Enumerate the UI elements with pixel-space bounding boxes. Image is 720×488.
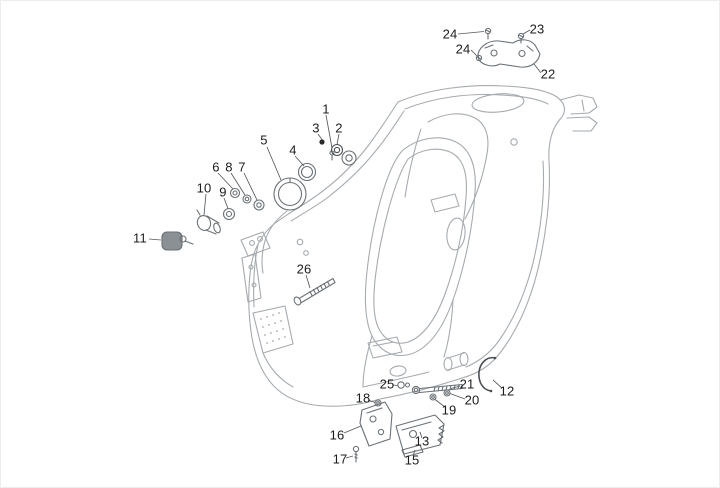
part-callout-1: 1 [322, 101, 330, 117]
part-callout-19: 19 [441, 402, 457, 418]
part-callout-20: 20 [464, 392, 480, 408]
part-callout-23: 23 [529, 21, 545, 37]
leader-lines [148, 29, 542, 459]
part-callout-18: 18 [355, 390, 371, 406]
part-callout-21: 21 [459, 376, 475, 392]
part-callout-5: 5 [260, 132, 268, 148]
circlip-12 [478, 356, 497, 393]
part-callout-13: 13 [414, 433, 430, 449]
part-callout-11: 11 [133, 230, 147, 246]
part-callout-4: 4 [289, 142, 297, 158]
fastener-26 [293, 277, 336, 306]
top-bracket-assembly [475, 27, 541, 68]
part-callout-16: 16 [329, 427, 345, 443]
part-callout-6: 6 [212, 159, 220, 175]
part-callout-9: 9 [219, 184, 227, 200]
part-callout-7: 7 [238, 159, 246, 175]
frame-outline [240, 85, 598, 407]
part-callout-24a: 24 [442, 26, 458, 42]
part-callout-24b: 24 [455, 41, 471, 57]
part-callout-25: 25 [379, 376, 395, 392]
seat-lock-assembly [352, 381, 463, 463]
part-callout-12: 12 [499, 383, 515, 399]
ignition-lock-assembly [161, 139, 357, 251]
part-callout-8: 8 [225, 159, 233, 175]
part-callout-26: 26 [296, 261, 312, 277]
part-callout-22: 22 [540, 66, 556, 82]
part-callout-10: 10 [196, 180, 212, 196]
part-callout-2: 2 [335, 120, 343, 136]
tunnel-opening [364, 137, 476, 357]
part-callout-3: 3 [312, 120, 320, 136]
stipple-texture [260, 312, 286, 344]
part-callout-15: 15 [404, 452, 420, 468]
part-callout-17: 17 [332, 451, 348, 467]
